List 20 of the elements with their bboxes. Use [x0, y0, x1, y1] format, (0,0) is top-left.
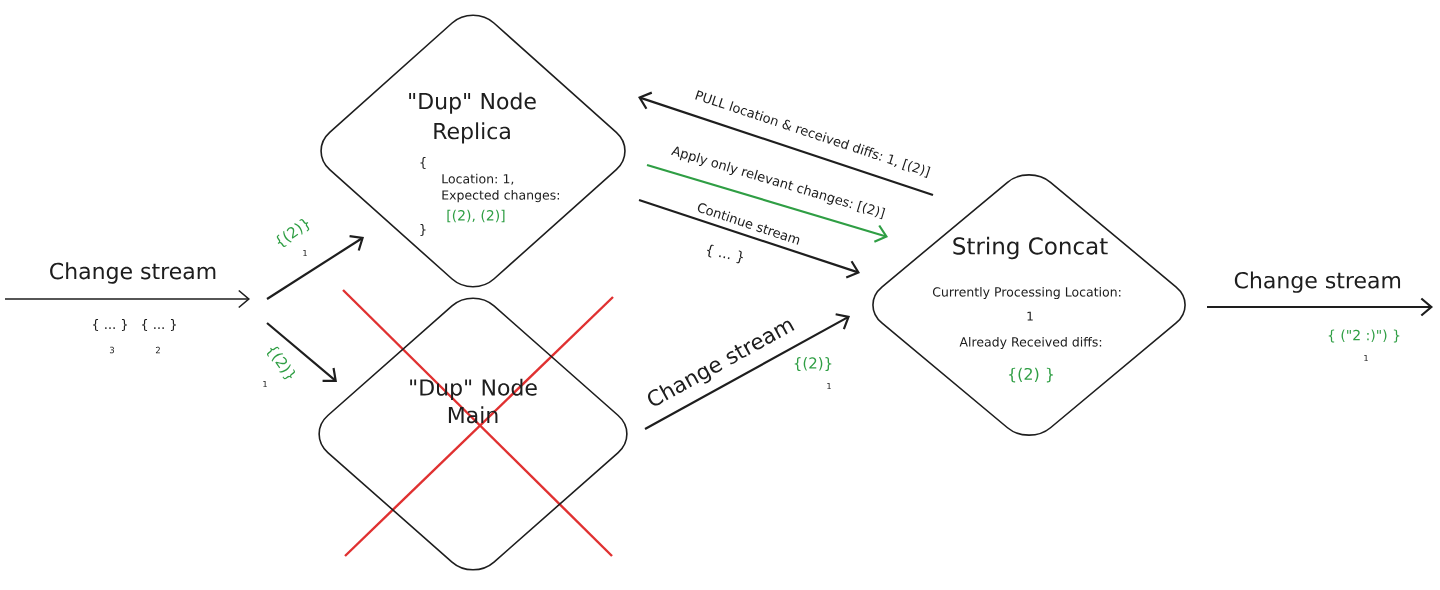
arrow — [1207, 297, 1433, 317]
data-label: {(2)} — [794, 357, 832, 371]
data-label: { ... } — [707, 244, 743, 264]
arrow — [646, 163, 888, 243]
index-number: 1 — [1364, 354, 1368, 362]
arrow — [266, 235, 364, 300]
index-number: 1 — [303, 249, 307, 257]
edge-label: Change stream — [1234, 271, 1401, 293]
data-label: { ... } — [142, 319, 176, 331]
arrow-label: Change stream — [50, 262, 216, 284]
index-number: 2 — [155, 346, 160, 354]
arrow — [638, 198, 860, 279]
data-label: { ("2 :)") } — [1328, 329, 1400, 343]
index-number: 3 — [109, 346, 114, 354]
index-number: 1 — [827, 382, 831, 390]
arrow — [266, 322, 337, 383]
data-label: { ... } — [93, 319, 127, 331]
index-number: 1 — [263, 380, 267, 388]
arrow — [638, 91, 934, 197]
arrow — [644, 313, 850, 430]
